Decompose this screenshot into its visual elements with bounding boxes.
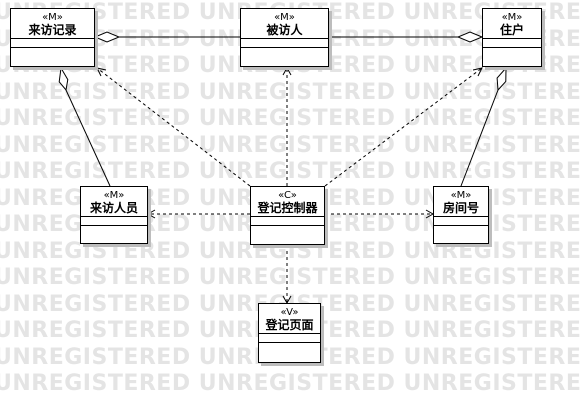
dependency-arrowhead-visitor bbox=[146, 209, 156, 219]
stereotype-label: «M» bbox=[274, 12, 295, 23]
class-resident[interactable]: «M» 住户 bbox=[482, 8, 542, 67]
class-header: «M» 来访人员 bbox=[81, 187, 147, 216]
watermark-row: UNREGISTERED UNREGISTERED UNREGISTERED bbox=[0, 79, 583, 105]
class-register-controller[interactable]: «C» 登记控制器 bbox=[250, 186, 325, 245]
class-header: «M» 来访记录 bbox=[11, 9, 94, 38]
operations-compartment bbox=[81, 225, 147, 234]
class-visitor[interactable]: «M» 来访人员 bbox=[80, 186, 148, 244]
aggregation-visitor-to-visit-record bbox=[65, 89, 111, 187]
dependency-controller-to-visit-record bbox=[96, 67, 251, 187]
class-name: 登记控制器 bbox=[257, 201, 318, 215]
watermark-row: UNREGISTERED UNREGISTERED UNREGISTERED bbox=[0, 106, 583, 131]
attributes-compartment bbox=[434, 216, 488, 225]
aggregation-diamond-visit-record-lower bbox=[58, 66, 69, 92]
stereotype-label: «C» bbox=[278, 190, 297, 201]
attributes-compartment bbox=[259, 333, 320, 342]
aggregation-diamond-resident bbox=[456, 31, 484, 43]
class-name: 来访记录 bbox=[28, 23, 77, 37]
stereotype-label: «M» bbox=[450, 190, 472, 201]
stereotype-label: «V» bbox=[280, 307, 299, 318]
attributes-compartment bbox=[251, 216, 324, 225]
attributes-compartment bbox=[483, 38, 541, 47]
attributes-compartment bbox=[11, 38, 94, 47]
watermark-row: UNREGISTERED UNREGISTERED UNREGISTERED bbox=[0, 159, 583, 184]
operations-compartment bbox=[259, 342, 320, 351]
stereotype-label: «M» bbox=[501, 12, 523, 23]
aggregation-diamond-resident-lower bbox=[496, 66, 507, 92]
watermark-row: UNREGISTERED UNREGISTERED UNREGISTERED bbox=[0, 132, 583, 158]
operations-compartment bbox=[241, 47, 328, 56]
operations-compartment bbox=[11, 47, 94, 56]
class-name: 住户 bbox=[499, 23, 524, 37]
class-name: 房间号 bbox=[442, 201, 479, 215]
class-visit-record[interactable]: «M» 来访记录 bbox=[10, 8, 95, 67]
class-name: 被访人 bbox=[266, 23, 303, 37]
class-room-number[interactable]: «M» 房间号 bbox=[433, 186, 489, 244]
dependency-arrowhead-visit-record bbox=[96, 67, 107, 77]
watermark-row: UNREGISTERED UNREGISTERED UNREGISTERED bbox=[0, 371, 583, 396]
watermark-row: UNREGISTERED UNREGISTERED UNREGISTERED bbox=[0, 265, 583, 290]
aggregation-room-number-to-resident bbox=[460, 89, 499, 187]
aggregation-diamond-visit-record bbox=[93, 31, 121, 43]
class-header: «M» 被访人 bbox=[241, 9, 328, 38]
stereotype-label: «M» bbox=[103, 190, 125, 201]
class-name: 登记页面 bbox=[265, 318, 314, 332]
class-header: «C» 登记控制器 bbox=[251, 187, 324, 216]
dependency-controller-to-resident bbox=[324, 67, 483, 187]
class-register-page[interactable]: «V» 登记页面 bbox=[258, 303, 321, 363]
operations-compartment bbox=[483, 47, 541, 56]
class-header: «M» 住户 bbox=[483, 9, 541, 38]
attributes-compartment bbox=[81, 216, 147, 225]
class-name: 来访人员 bbox=[89, 201, 138, 215]
class-header: «M» 房间号 bbox=[434, 187, 488, 216]
dependency-arrowhead-visitee bbox=[282, 66, 292, 76]
class-header: «V» 登记页面 bbox=[259, 304, 320, 333]
operations-compartment bbox=[251, 225, 324, 234]
stereotype-label: «M» bbox=[42, 12, 63, 23]
dependency-arrowhead-resident bbox=[472, 67, 483, 77]
attributes-compartment bbox=[241, 38, 328, 47]
operations-compartment bbox=[434, 225, 488, 234]
class-visitee[interactable]: «M» 被访人 bbox=[240, 8, 329, 67]
